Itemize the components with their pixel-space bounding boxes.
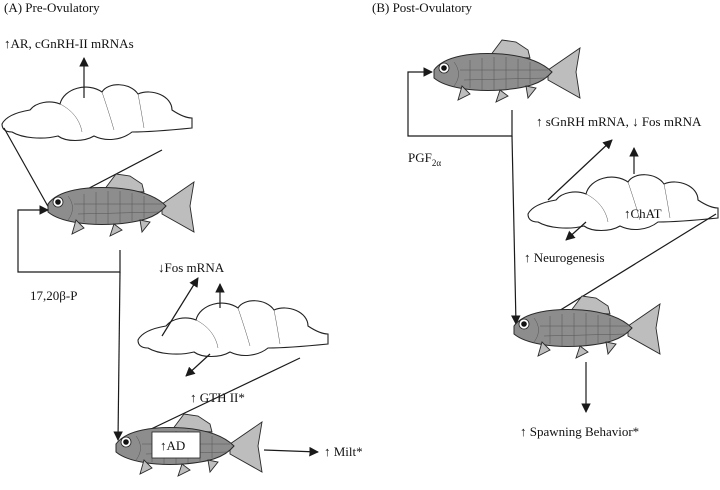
milt-label: ↑ Milt* [324,444,363,459]
milt-arrow [263,446,319,457]
brain-1-label: ↑AR, cGnRH-II mRNAs [4,36,134,51]
gth-arrow [185,353,211,377]
panel-pre-ovulatory: (A) Pre-Ovulatory ↑AR, cGnRH-II mRNAs 17… [1,0,363,477]
brain-1 [1,84,193,142]
fos-label-a: ↓Fos mRNA [158,260,225,275]
hormone-label-b: PGF2α [408,150,441,168]
spawning-label: ↑ Spawning Behavior* [520,424,639,439]
connector-line [127,357,301,441]
panel-b-title: (B) Post-Ovulatory [372,0,473,15]
ad-label: ↑AD [160,438,185,453]
post-main-arrow [511,135,521,325]
neurogenesis-arrow [565,221,587,241]
fish-4 [513,295,661,359]
feedback-loop-a [17,205,121,273]
chat-label: ↑ChAT [624,206,662,221]
feedback-loop-b [407,67,513,137]
sgnrh-arrow [547,139,613,201]
neurogenesis-label: ↑ Neurogenesis [524,250,605,265]
fish-3 [433,39,581,103]
brain-3 [527,174,719,232]
pre-main-arrow [113,271,123,441]
brain-2-fos-arrow [161,277,199,337]
panel-a-title: (A) Pre-Ovulatory [4,0,100,15]
fish-1 [47,173,195,237]
connector-line [3,127,51,211]
hormone-label-a: 17,20β-P [30,288,77,303]
sgnrh-label: ↑ sGnRH mRNA, ↓ Fos mRNA [536,114,702,129]
panel-post-ovulatory: (B) Post-Ovulatory PGF2α ↑ sGnRH mRNA, ↓… [372,0,719,439]
ad-box [151,431,201,459]
